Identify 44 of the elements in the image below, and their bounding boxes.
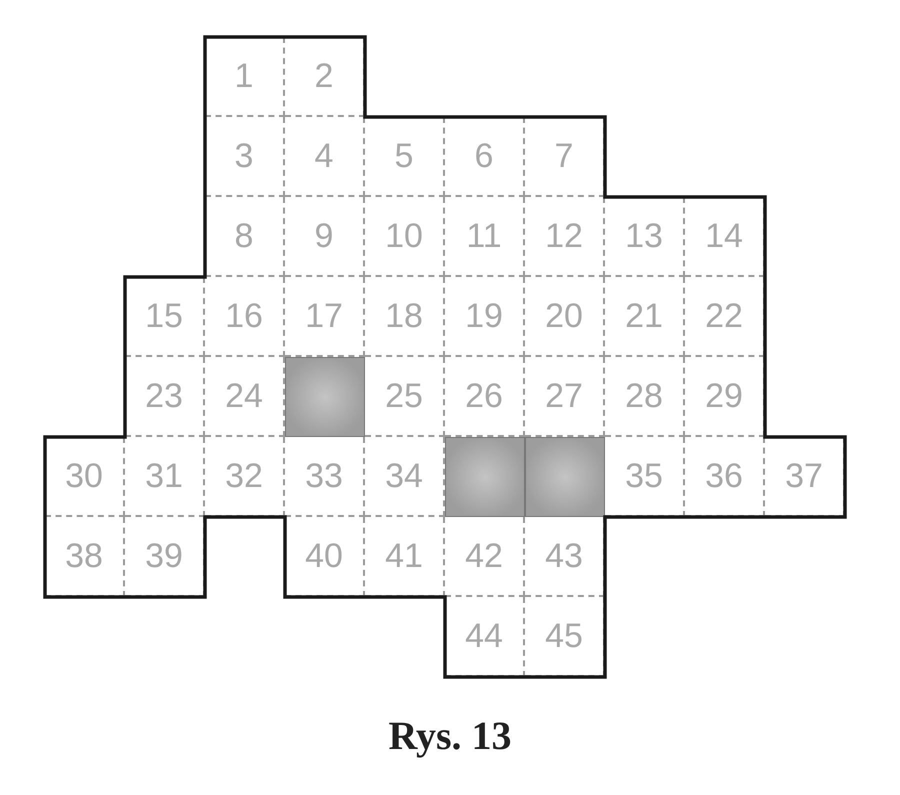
- grid-cell: 39: [125, 517, 205, 597]
- grid-cell: 33: [285, 437, 365, 517]
- grid-cell: 38: [45, 517, 125, 597]
- shaded-square: [525, 437, 605, 517]
- grid-cell: 25: [365, 357, 445, 437]
- grid-cell: 3: [205, 117, 285, 197]
- grid-cell: 30: [45, 437, 125, 517]
- grid-cell: 9: [285, 197, 365, 277]
- grid-cell: 31: [125, 437, 205, 517]
- grid-cell: 16: [205, 277, 285, 357]
- grid-cell: 1: [205, 37, 285, 117]
- grid-cell: 10: [365, 197, 445, 277]
- grid-cell: 6: [445, 117, 525, 197]
- grid-cell: 35: [605, 437, 685, 517]
- grid-cell: 12: [525, 197, 605, 277]
- grid-cell: 36: [685, 437, 765, 517]
- grid-cell: 23: [125, 357, 205, 437]
- grid-cell: 21: [605, 277, 685, 357]
- grid-cell: 19: [445, 277, 525, 357]
- grid-cell: 20: [525, 277, 605, 357]
- grid-cell: 41: [365, 517, 445, 597]
- grid-cell: 2: [285, 37, 365, 117]
- grid-cell: 32: [205, 437, 285, 517]
- grid-cell: 45: [525, 597, 605, 677]
- grid-cell: 22: [685, 277, 765, 357]
- grid-cell: 4: [285, 117, 365, 197]
- grid-cell: 7: [525, 117, 605, 197]
- grid-cell: 15: [125, 277, 205, 357]
- grid-cell: 5: [365, 117, 445, 197]
- shaded-square: [285, 357, 365, 437]
- grid-cell: 14: [685, 197, 765, 277]
- grid-cell: 43: [525, 517, 605, 597]
- grid-cell: 8: [205, 197, 285, 277]
- shaded-square: [445, 437, 525, 517]
- grid-cell: 29: [685, 357, 765, 437]
- grid-cell: 28: [605, 357, 685, 437]
- grid-cell: 18: [365, 277, 445, 357]
- grid-cell: 37: [765, 437, 845, 517]
- grid-cell: 13: [605, 197, 685, 277]
- grid-cell: 40: [285, 517, 365, 597]
- grid-cell: 44: [445, 597, 525, 677]
- grid-cell: 11: [445, 197, 525, 277]
- grid-cell: 42: [445, 517, 525, 597]
- figure-caption: Rys. 13: [387, 712, 513, 759]
